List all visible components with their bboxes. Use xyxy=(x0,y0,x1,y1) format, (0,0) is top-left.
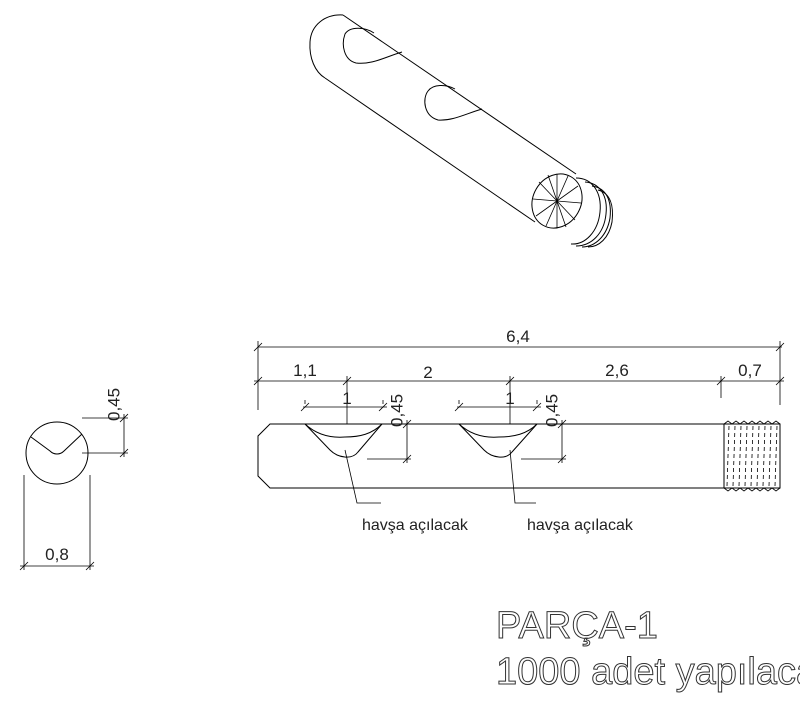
countersink-hole-2 xyxy=(424,85,483,121)
cylinder-top-edge xyxy=(342,14,577,175)
dim-to-thread: 2,6 xyxy=(605,361,629,380)
cylinder-rounded-end xyxy=(309,14,344,79)
dim-hole1-depth: 0,45 xyxy=(387,394,406,427)
dim-diameter: 0,8 xyxy=(45,545,69,564)
end-view: 0,45 0,8 xyxy=(19,388,129,571)
isometric-view xyxy=(309,14,613,248)
quantity-note: 1000 adet yapılacak xyxy=(496,651,800,693)
countersink-1-profile xyxy=(304,423,383,438)
dim-end-depth: 0,45 xyxy=(104,388,123,421)
dim-hole2-width: 1 xyxy=(505,389,514,408)
rod-body xyxy=(257,423,725,489)
dim-hole2-depth: 0,45 xyxy=(542,394,561,427)
leader-line-2 xyxy=(509,449,536,504)
threaded-end xyxy=(531,173,613,248)
dim-overall-length: 6,4 xyxy=(506,327,530,346)
countersink-1-cone xyxy=(304,423,383,458)
dimension-lines xyxy=(253,341,785,464)
cylinder-bottom-edge xyxy=(324,77,536,223)
leader-line-1 xyxy=(344,449,381,504)
thread-section xyxy=(723,420,781,492)
dim-thread-length: 0,7 xyxy=(738,361,762,380)
dim-hole1-width: 1 xyxy=(342,389,351,408)
countersink-note-2: havşa açılacak xyxy=(527,517,634,534)
side-view: 6,4 1,1 2 2,6 0,7 1 1 0,45 0,45 havşa aç… xyxy=(253,327,785,534)
countersink-2-cone xyxy=(458,423,538,458)
countersink-v xyxy=(30,433,83,455)
end-circle xyxy=(25,421,89,485)
countersink-2-profile xyxy=(458,423,538,438)
countersink-hole-1 xyxy=(342,27,403,64)
dim-first-hole-offset: 1,1 xyxy=(293,361,317,380)
part-name: PARÇA-1 xyxy=(496,605,658,647)
dim-hole-spacing: 2 xyxy=(423,363,432,382)
countersink-note-1: havşa açılacak xyxy=(362,517,469,534)
end-face xyxy=(531,173,583,229)
